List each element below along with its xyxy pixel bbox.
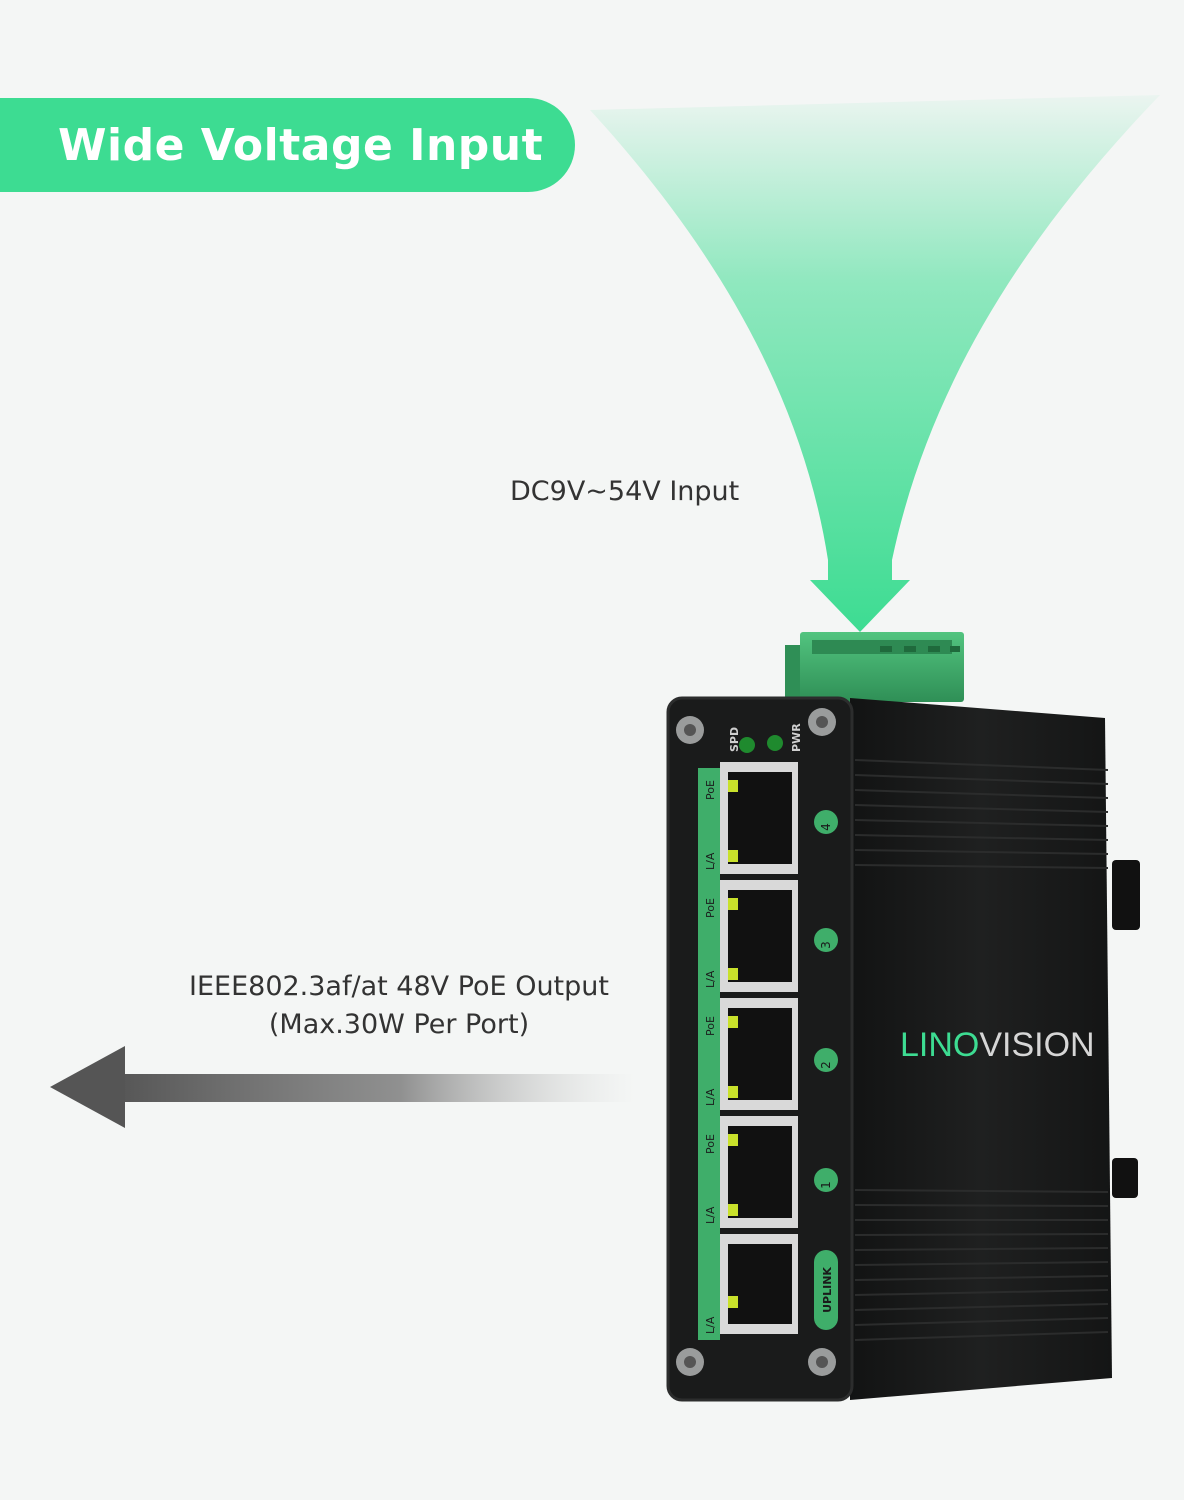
brand-part-1: LINO (900, 1026, 979, 1064)
la-tag-4: L/A (704, 852, 717, 870)
pwr-label: PWR (790, 723, 803, 752)
screw-icon (676, 708, 836, 1376)
port-4 (720, 762, 798, 874)
port-1 (720, 1116, 798, 1228)
input-voltage-label: DC9V~54V Input (510, 476, 740, 507)
poe-switch-device: SPD PWR 4 3 2 1 UPLINK PoE L/A PoE L/A P… (666, 632, 1140, 1402)
brand-logo: LINOVISION (900, 1026, 1095, 1064)
spd-led-icon (739, 737, 755, 753)
port-number-2: 2 (819, 1061, 833, 1069)
poe-output-line2: (Max.30W Per Port) (268, 1009, 530, 1040)
poe-tag-1: PoE (704, 1134, 717, 1154)
port-number-4: 4 (819, 823, 833, 831)
poe-output-line1: IEEE802.3af/at 48V PoE Output (189, 971, 609, 1002)
spd-label: SPD (728, 727, 741, 752)
la-tag-uplink: L/A (704, 1316, 717, 1334)
la-tag-2: L/A (704, 1088, 717, 1106)
pwr-led-icon (767, 735, 783, 751)
poe-tag-3: PoE (704, 898, 717, 918)
input-funnel-arrow (590, 95, 1160, 632)
la-tag-3: L/A (704, 970, 717, 988)
power-terminal-block (785, 632, 964, 702)
poe-tag-4: PoE (704, 780, 717, 800)
heading-text: Wide Voltage Input (58, 119, 544, 171)
poe-tag-2: PoE (704, 1016, 717, 1036)
ethernet-ports (720, 762, 798, 1334)
port-number-3: 3 (819, 941, 833, 949)
port-number-1: 1 (819, 1181, 833, 1189)
port-3 (720, 880, 798, 992)
brand-part-2: VISION (979, 1026, 1094, 1064)
port-2 (720, 998, 798, 1110)
la-tag-1: L/A (704, 1206, 717, 1224)
heading-banner: Wide Voltage Input (0, 98, 575, 192)
port-uplink (720, 1234, 798, 1334)
output-arrow (50, 1046, 635, 1128)
uplink-label: UPLINK (821, 1267, 834, 1313)
poe-output-label: IEEE802.3af/at 48V PoE Output (Max.30W P… (178, 968, 620, 1044)
